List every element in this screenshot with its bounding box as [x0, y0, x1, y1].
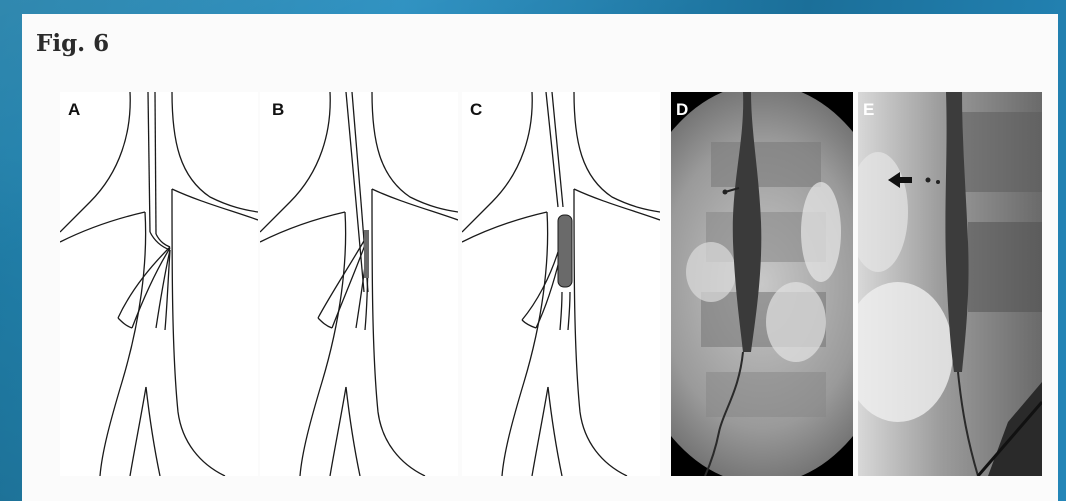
panel-d-xray [671, 92, 853, 476]
panel-b-diagram [260, 92, 458, 476]
panel-c-diagram [462, 92, 660, 476]
collapsed-balloon [364, 230, 369, 278]
panel-d-label: D [676, 100, 688, 120]
panel-b-label: B [272, 100, 284, 120]
panel-a-diagram [60, 92, 258, 476]
panel-e-xray [858, 92, 1042, 476]
inflated-balloon [558, 215, 572, 287]
panel-e-label: E [863, 100, 874, 120]
panel-c-label: C [470, 100, 482, 120]
figure-title: Fig. 6 [36, 30, 109, 57]
panel-a-label: A [68, 100, 80, 120]
